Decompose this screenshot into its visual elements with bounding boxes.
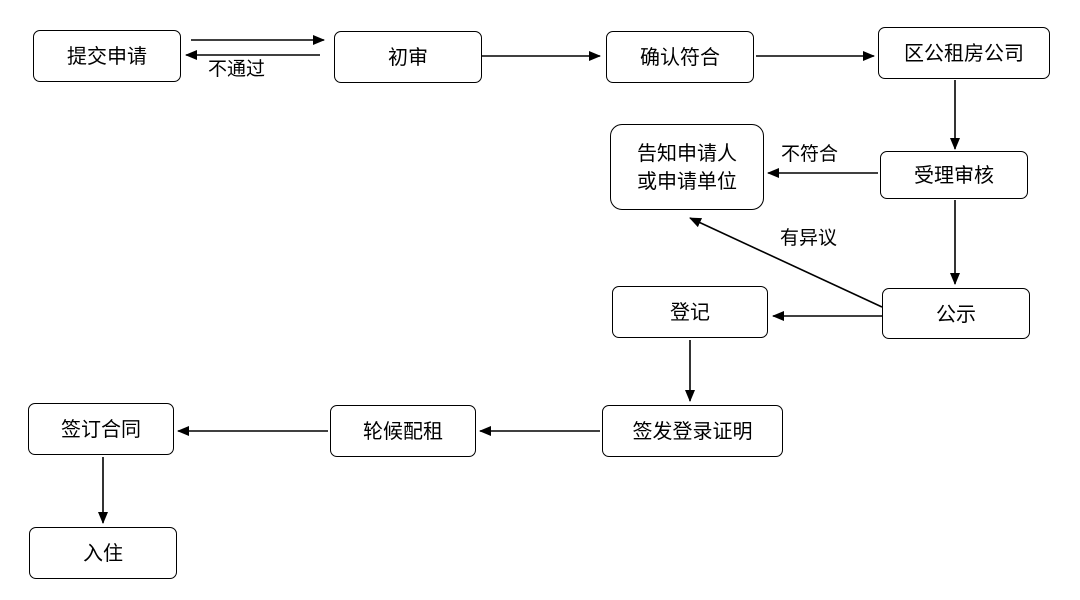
node-district-public-rental-company: 区公租房公司: [878, 27, 1050, 79]
label-objection: 有异议: [780, 227, 838, 249]
label-not-eligible: 不符合: [781, 143, 839, 165]
node-publicity: 公示: [882, 288, 1030, 339]
node-issue-registration-certificate: 签发登录证明: [602, 405, 783, 457]
node-notify-applicant: 告知申请人 或申请单位: [610, 124, 764, 210]
arrow-publicity-to-notify: [689, 217, 883, 308]
label-not-passed: 不通过: [208, 58, 266, 80]
node-confirm-eligible: 确认符合: [606, 31, 754, 83]
node-register: 登记: [612, 286, 768, 338]
node-submit-application: 提交申请: [33, 30, 181, 82]
node-wait-for-allocation: 轮候配租: [330, 405, 476, 457]
node-initial-review: 初审: [334, 31, 482, 83]
node-move-in: 入住: [29, 527, 177, 579]
node-sign-contract: 签订合同: [28, 403, 174, 455]
node-accept-and-review: 受理审核: [880, 151, 1028, 199]
